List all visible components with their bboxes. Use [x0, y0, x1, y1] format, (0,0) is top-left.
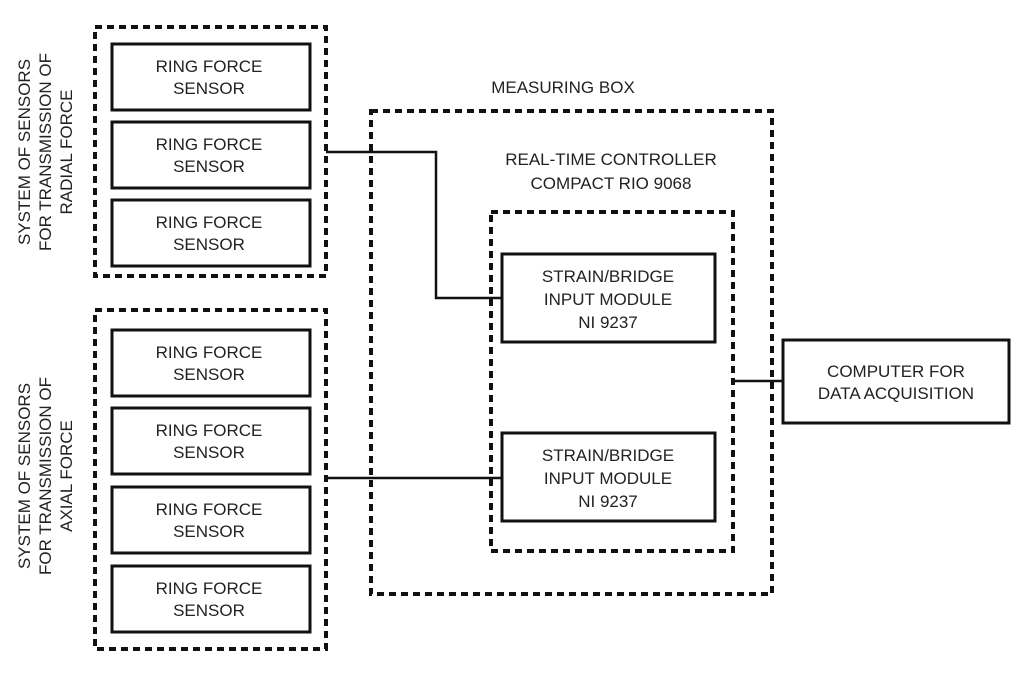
sensor-label-line1: RING FORCE [156, 135, 263, 154]
sensor-label-line2: SENSOR [173, 235, 245, 254]
measuring-box-border [369, 109, 774, 596]
radial-sensor-1: RING FORCE SENSOR [110, 42, 312, 112]
sensor-box [110, 198, 312, 268]
sensor-label-line2: SENSOR [173, 522, 245, 541]
axial-sensor-3: RING FORCE SENSOR [110, 485, 312, 555]
sensor-label-line2: SENSOR [173, 365, 245, 384]
controller-title-line1: REAL-TIME CONTROLLER [505, 150, 717, 169]
axial-sensor-2: RING FORCE SENSOR [110, 406, 312, 476]
radial-group-label: SYSTEM OF SENSORS FOR TRANSMISSION OF RA… [15, 53, 76, 251]
sensor-box [110, 406, 312, 476]
measuring-box: MEASURING BOX [369, 78, 774, 596]
sensor-label-line2: SENSOR [173, 157, 245, 176]
sensor-label-line2: SENSOR [173, 79, 245, 98]
input-module-1: STRAIN/BRIDGE INPUT MODULE NI 9237 [500, 252, 717, 344]
sensor-label-line1: RING FORCE [156, 421, 263, 440]
axial-label-line1: SYSTEM OF SENSORS [15, 383, 34, 569]
module-line2: INPUT MODULE [544, 290, 672, 309]
sensor-box [110, 564, 312, 634]
sensor-label-line2: SENSOR [173, 601, 245, 620]
axial-label-line3: AXIAL FORCE [57, 420, 76, 532]
module-line3: NI 9237 [578, 492, 638, 511]
sensor-box [110, 485, 312, 555]
axial-group-label: SYSTEM OF SENSORS FOR TRANSMISSION OF AX… [15, 377, 76, 575]
sensor-label-line1: RING FORCE [156, 500, 263, 519]
axial-label-line2: FOR TRANSMISSION OF [36, 377, 55, 575]
measuring-box-title: MEASURING BOX [491, 78, 635, 97]
sensor-label-line1: RING FORCE [156, 57, 263, 76]
radial-label-line1: SYSTEM OF SENSORS [15, 59, 34, 245]
module-box [500, 431, 717, 523]
radial-label-line2: FOR TRANSMISSION OF [36, 53, 55, 251]
axial-group-border [93, 308, 328, 651]
computer-line1: COMPUTER FOR [827, 362, 965, 381]
controller-title-line2: COMPACT RIO 9068 [531, 174, 692, 193]
radial-sensor-3: RING FORCE SENSOR [110, 198, 312, 268]
sensor-label-line1: RING FORCE [156, 213, 263, 232]
sensor-box [110, 328, 312, 398]
radial-sensor-group: RING FORCE SENSOR RING FORCE SENSOR RING… [15, 25, 328, 278]
axial-sensor-group: RING FORCE SENSOR RING FORCE SENSOR RING… [15, 308, 328, 651]
computer-box: COMPUTER FOR DATA ACQUISITION [781, 338, 1011, 425]
sensor-box [110, 120, 312, 190]
real-time-controller: REAL-TIME CONTROLLER COMPACT RIO 9068 [489, 150, 735, 553]
axial-sensor-1: RING FORCE SENSOR [110, 328, 312, 398]
input-module-2: STRAIN/BRIDGE INPUT MODULE NI 9237 [500, 431, 717, 523]
module-box [500, 252, 717, 344]
computer-border [781, 338, 1011, 425]
sensor-box [110, 42, 312, 112]
radial-to-module-wire [326, 150, 502, 300]
sensor-label-line2: SENSOR [173, 443, 245, 462]
module-line1: STRAIN/BRIDGE [542, 446, 674, 465]
axial-sensor-4: RING FORCE SENSOR [110, 564, 312, 634]
module-line1: STRAIN/BRIDGE [542, 267, 674, 286]
module-line3: NI 9237 [578, 313, 638, 332]
module-line2: INPUT MODULE [544, 469, 672, 488]
radial-sensor-2: RING FORCE SENSOR [110, 120, 312, 190]
computer-line2: DATA ACQUISITION [818, 384, 974, 403]
radial-label-line3: RADIAL FORCE [57, 89, 76, 214]
sensor-label-line1: RING FORCE [156, 579, 263, 598]
sensor-label-line1: RING FORCE [156, 343, 263, 362]
